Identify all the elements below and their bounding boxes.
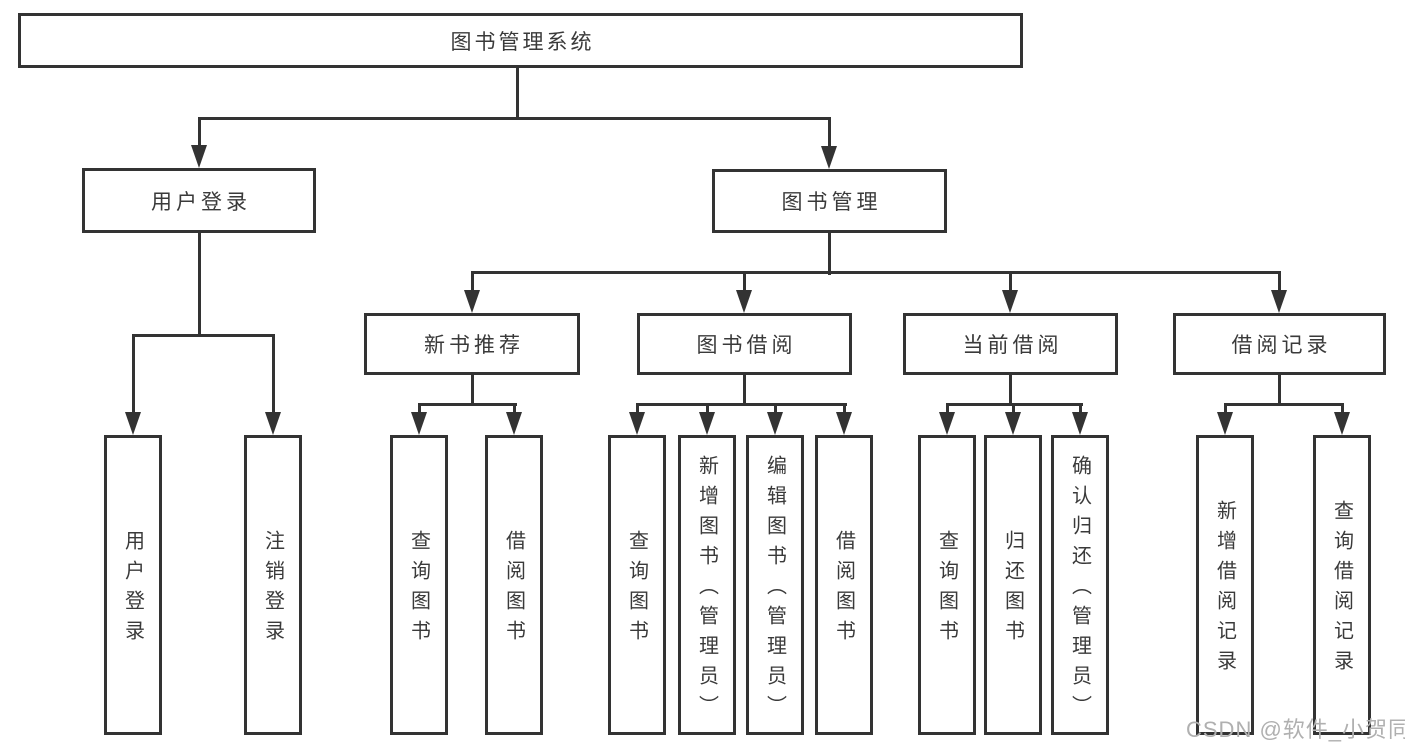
connector-line [516,68,519,120]
connector-line [743,375,746,406]
arrow-down-icon [1271,290,1287,313]
arrow-down-icon [1334,412,1350,435]
node-label: 图书管理 [781,191,882,214]
leaf-return-books: 归还图书 [984,435,1042,735]
arrow-down-icon [1002,290,1018,313]
arrow-down-icon [836,412,852,435]
connector-line [132,334,275,337]
leaf-borrow-books-recommend: 借阅图书 [485,435,543,735]
connector-line [198,233,201,337]
arrow-down-icon [1072,412,1088,435]
arrow-down-icon [411,412,427,435]
connector-line [1224,404,1227,414]
arrow-down-icon [191,145,207,168]
arrow-down-icon [736,290,752,313]
node-label: 图书管理系统 [450,30,595,54]
leaf-label: 确认归还（管理员） [1068,455,1091,725]
connector-line [198,117,831,120]
leaf-label: 新增借阅记录 [1213,500,1236,680]
connector-line [198,118,201,147]
arrow-down-icon [265,412,281,435]
connector-line [1009,272,1012,292]
connector-line [636,403,847,406]
arrow-down-icon [767,412,783,435]
connector-line [272,335,275,414]
watermark: CSDN @软件_小贺同学 [1186,717,1405,742]
node-label: 用户登录 [151,190,251,214]
connector-line [418,404,421,414]
arrow-down-icon [629,412,645,435]
node-label: 借阅记录 [1231,334,1332,357]
connector-line [1224,403,1344,406]
leaf-label: 查询图书 [935,530,958,650]
node-borrowing-records: 借阅记录 [1173,313,1386,375]
node-user-login-branch: 用户登录 [82,168,316,233]
node-book-borrowing: 图书借阅 [637,313,852,375]
node-label: 新书推荐 [424,334,524,357]
connector-line [828,118,831,148]
connector-line [1341,404,1344,414]
leaf-label: 查询图书 [407,530,430,650]
leaf-label: 查询借阅记录 [1330,500,1353,680]
connector-line [843,404,846,414]
node-label: 图书借阅 [696,334,797,357]
arrow-down-icon [506,412,522,435]
leaf-query-books-current: 查询图书 [918,435,976,735]
leaf-borrow-books-borrowing: 借阅图书 [815,435,873,735]
connector-line [513,404,516,414]
node-book-management: 图书管理 [712,169,947,233]
leaf-query-books-recommend: 查询图书 [390,435,448,735]
arrow-down-icon [1005,412,1021,435]
arrow-down-icon [125,412,141,435]
connector-line [636,404,639,414]
leaf-label: 借阅图书 [832,530,855,650]
arrow-down-icon [821,146,837,169]
connector-line [706,404,709,414]
leaf-user-login: 用户登录 [104,435,162,735]
node-label: 当前借阅 [962,334,1063,357]
connector-line [1012,404,1015,414]
connector-line [1079,404,1082,414]
connector-line [1278,272,1281,292]
connector-line [774,404,777,414]
connector-line [471,375,474,406]
connector-line [1278,375,1281,406]
connector-line [828,233,831,275]
connector-line [743,272,746,292]
leaf-logout: 注销登录 [244,435,302,735]
connector-line [471,272,474,292]
leaf-label: 借阅图书 [502,530,525,650]
connector-line [1009,375,1012,406]
arrow-down-icon [464,290,480,313]
leaf-add-borrow-record: 新增借阅记录 [1196,435,1254,735]
connector-line [946,404,949,414]
node-library-management-system: 图书管理系统 [18,13,1023,68]
leaf-query-borrow-record: 查询借阅记录 [1313,435,1371,735]
leaf-edit-books-admin: 编辑图书（管理员） [746,435,804,735]
leaf-label: 新增图书（管理员） [695,455,718,725]
leaf-confirm-return-admin: 确认归还（管理员） [1051,435,1109,735]
connector-line [471,271,1281,274]
leaf-label: 归还图书 [1001,530,1024,650]
arrow-down-icon [1217,412,1233,435]
leaf-query-books-borrowing: 查询图书 [608,435,666,735]
connector-line [418,403,517,406]
node-current-borrowing: 当前借阅 [903,313,1118,375]
leaf-label: 用户登录 [121,530,144,650]
leaf-label: 查询图书 [625,530,648,650]
leaf-label: 注销登录 [261,530,284,650]
arrow-down-icon [939,412,955,435]
arrow-down-icon [699,412,715,435]
node-new-book-recommendation: 新书推荐 [364,313,580,375]
leaf-label: 编辑图书（管理员） [763,455,786,725]
connector-line [132,335,135,414]
leaf-add-books-admin: 新增图书（管理员） [678,435,736,735]
